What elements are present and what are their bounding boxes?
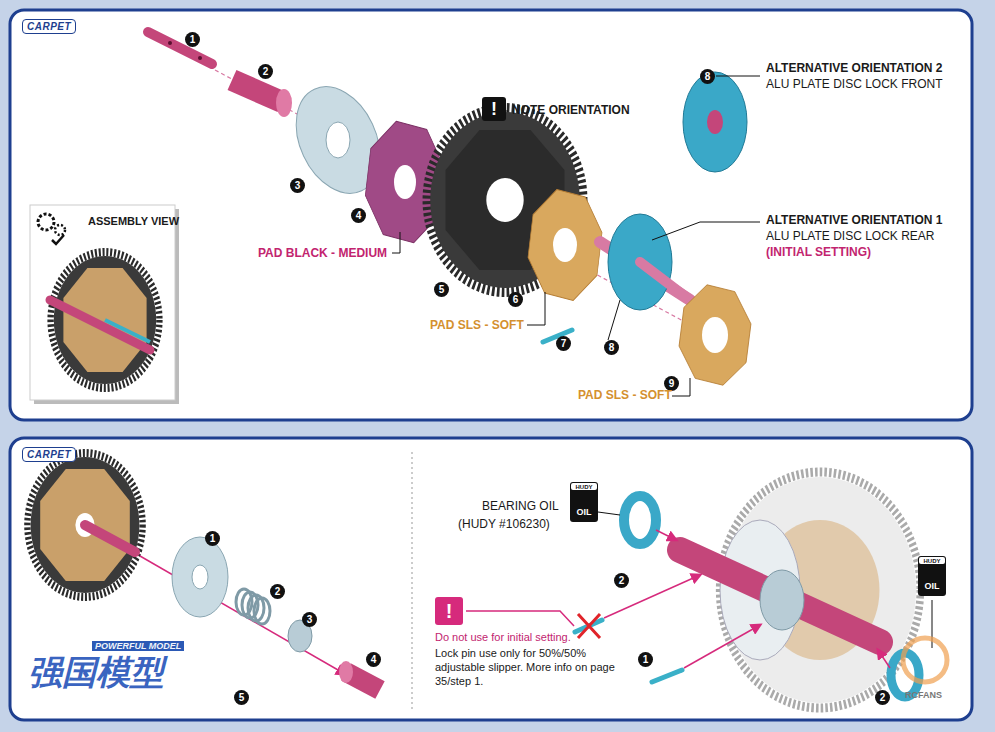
part-label: ALTERNATIVE ORIENTATION 1 (766, 213, 942, 227)
node-text: ! (482, 97, 506, 121)
part-label: NOTE ORIENTATION (512, 103, 630, 117)
part-label: 强国模型 (28, 650, 164, 696)
node-text: OIL (570, 491, 598, 517)
oil-icon: HUDYOIL (918, 556, 946, 596)
callout-number: 8 (700, 69, 715, 84)
part-label: ALU PLATE DISC LOCK FRONT (766, 77, 942, 91)
terrain-badge: CARPET (22, 447, 76, 462)
note-icon: ! (482, 97, 506, 121)
callout-number: 5 (234, 690, 249, 705)
callout-number: 5 (434, 282, 449, 297)
callout-number: 7 (556, 336, 571, 351)
node-text: HUDY (571, 483, 597, 490)
callout-number: 2 (875, 690, 890, 705)
part-label: (HUDY #106230) (458, 517, 550, 531)
callout-number: 6 (508, 292, 523, 307)
callout-number: 1 (185, 32, 200, 47)
callout-number: 2 (258, 64, 273, 79)
part-label: PAD SLS - SOFT (578, 388, 672, 402)
node-text: HUDY (919, 557, 945, 564)
node-text: ! (435, 597, 463, 625)
callout-number: 2 (270, 584, 285, 599)
callout-number: 4 (351, 208, 366, 223)
part-label: Do not use for initial setting. (435, 631, 571, 643)
node-text: OIL (918, 565, 946, 591)
part-label: Lock pin use only for 50%/50% adjustable… (435, 646, 630, 688)
callout-number: 2 (614, 573, 629, 588)
part-label: PAD BLACK - MEDIUM (258, 246, 387, 260)
assembly-view-panel: ASSEMBLY VIEW (30, 205, 175, 400)
callout-number: 1 (638, 652, 653, 667)
callout-number: 3 (290, 178, 305, 193)
part-label: ALU PLATE DISC LOCK REAR (766, 229, 935, 243)
part-label: ALTERNATIVE ORIENTATION 2 (766, 61, 942, 75)
node-text: ASSEMBLY VIEW (88, 215, 179, 227)
node-text: CARPET (27, 21, 71, 32)
callout-number: 4 (366, 652, 381, 667)
oil-icon: HUDYOIL (570, 482, 598, 522)
part-label: RCFANS (905, 690, 942, 700)
part-label: PAD SLS - SOFT (430, 318, 524, 332)
part-label: (INITIAL SETTING) (766, 245, 871, 259)
node-text: CARPET (27, 449, 71, 460)
warning-icon: ! (435, 597, 463, 625)
terrain-badge: CARPET (22, 19, 76, 34)
callout-number: 1 (205, 531, 220, 546)
callout-number: 8 (604, 340, 619, 355)
part-label: BEARING OIL (482, 499, 559, 513)
callout-number: 3 (302, 612, 317, 627)
part-label: POWERFUL MODEL (92, 641, 184, 651)
